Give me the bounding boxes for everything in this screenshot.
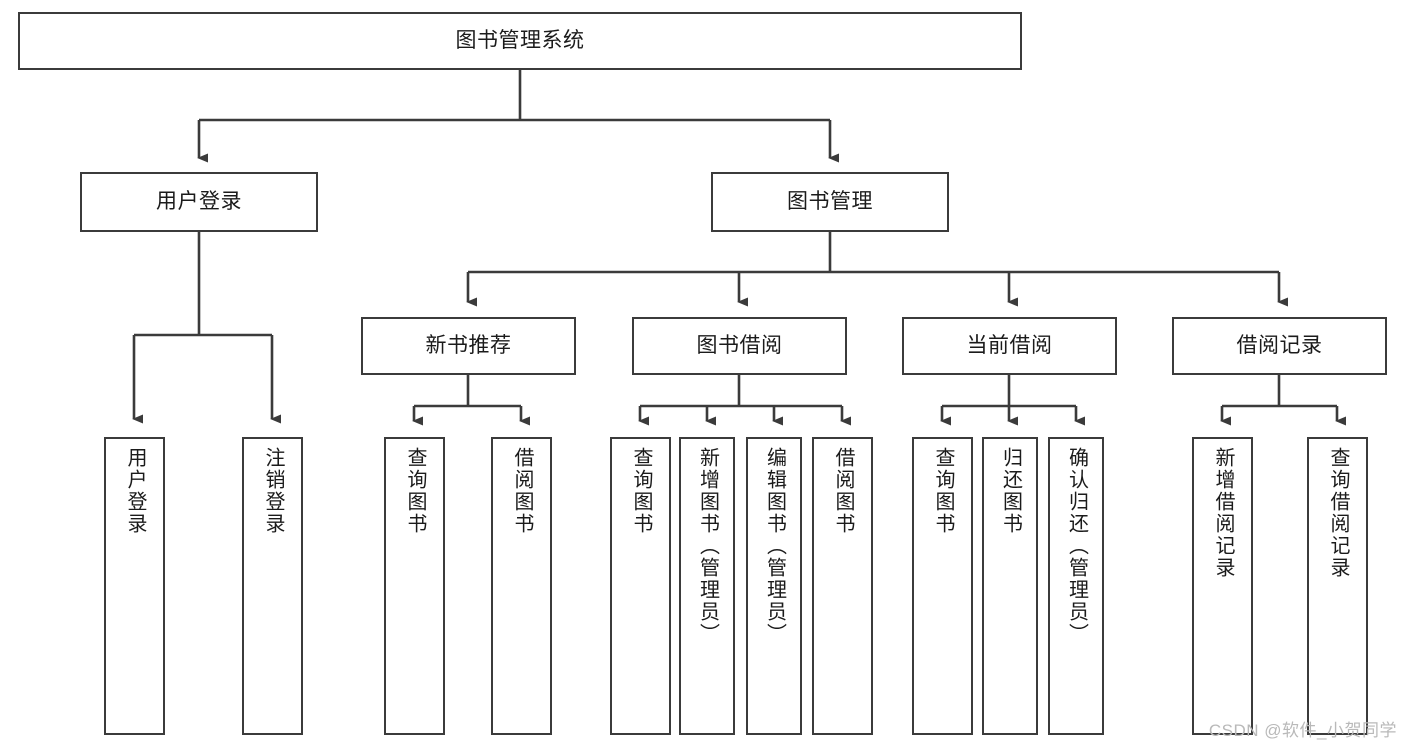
node-label: 图书借阅 <box>696 333 783 357</box>
node-label: 新增借阅记录 <box>1212 447 1234 579</box>
node-label: 借阅图书 <box>511 447 533 535</box>
node-label: 图书管理 <box>787 189 873 213</box>
leaf-edit-book-admin[interactable]: 编辑图书（管理员） <box>746 437 802 735</box>
node-label: 注销登录 <box>262 447 284 535</box>
node-label: 用户登录 <box>124 447 146 535</box>
node-label: 当前借阅 <box>966 333 1053 357</box>
node-label: 借阅图书 <box>832 447 854 535</box>
leaf-borrow-book-recommend[interactable]: 借阅图书 <box>491 437 552 735</box>
node-root-book-management-system[interactable]: 图书管理系统 <box>18 12 1022 70</box>
node-label: 用户登录 <box>156 189 242 213</box>
node-label: 新增图书（管理员） <box>696 447 719 645</box>
leaf-logout[interactable]: 注销登录 <box>242 437 303 735</box>
leaf-query-book-current[interactable]: 查询图书 <box>912 437 973 735</box>
leaf-add-book-admin[interactable]: 新增图书（管理员） <box>679 437 735 735</box>
leaf-query-book-recommend[interactable]: 查询图书 <box>384 437 445 735</box>
node-label: 查询借阅记录 <box>1327 447 1349 579</box>
watermark-text: CSDN @软件_小贺同学 <box>1208 721 1397 740</box>
node-label: 查询图书 <box>932 447 954 535</box>
node-label: 图书管理系统 <box>455 28 585 52</box>
leaf-query-book-borrow[interactable]: 查询图书 <box>610 437 671 735</box>
node-label: 借阅记录 <box>1236 333 1323 357</box>
leaf-add-borrow-record[interactable]: 新增借阅记录 <box>1192 437 1253 735</box>
node-label: 归还图书 <box>999 447 1022 535</box>
node-book-borrow[interactable]: 图书借阅 <box>632 317 847 375</box>
node-borrow-record[interactable]: 借阅记录 <box>1172 317 1387 375</box>
leaf-return-book[interactable]: 归还图书 <box>982 437 1038 735</box>
node-label: 确认归还（管理员） <box>1065 447 1088 645</box>
leaf-user-login[interactable]: 用户登录 <box>104 437 165 735</box>
leaf-confirm-return-admin[interactable]: 确认归还（管理员） <box>1048 437 1104 735</box>
node-label: 新书推荐 <box>425 333 512 357</box>
leaf-borrow-book[interactable]: 借阅图书 <box>812 437 873 735</box>
leaf-query-borrow-record[interactable]: 查询借阅记录 <box>1307 437 1368 735</box>
node-current-borrow[interactable]: 当前借阅 <box>902 317 1117 375</box>
node-book-management[interactable]: 图书管理 <box>711 172 949 232</box>
node-new-book-recommend[interactable]: 新书推荐 <box>361 317 576 375</box>
node-user-login[interactable]: 用户登录 <box>80 172 318 232</box>
node-label: 查询图书 <box>630 447 652 535</box>
node-label: 编辑图书（管理员） <box>763 447 786 645</box>
node-label: 查询图书 <box>404 447 426 535</box>
